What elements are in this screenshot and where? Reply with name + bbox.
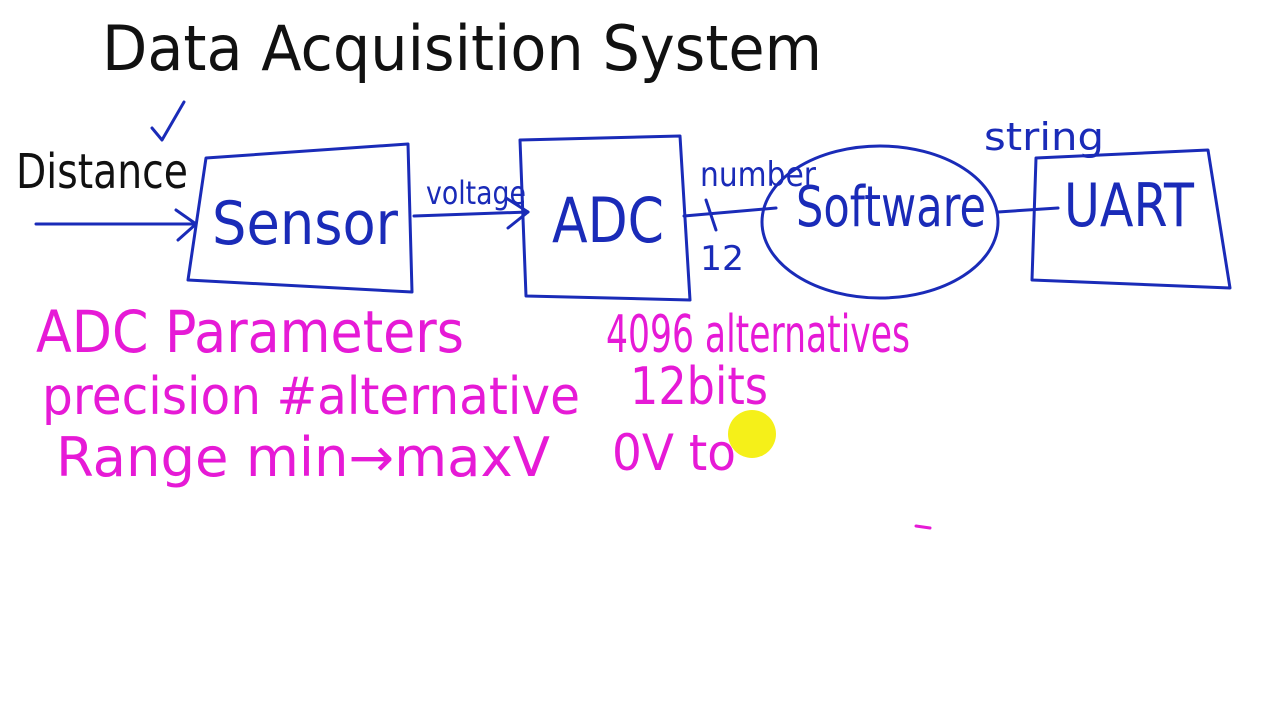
- software-ellipse: [760, 144, 1000, 300]
- uart-block: UART: [1030, 148, 1232, 290]
- software-block: Software: [760, 144, 1000, 300]
- bus-width-label: 12: [700, 239, 744, 279]
- notes-alternatives: 4096 alternatives: [606, 305, 910, 365]
- voltage-connector: voltage: [412, 174, 530, 230]
- sensor-label: Sensor: [212, 189, 398, 259]
- adc-box: [518, 134, 692, 302]
- adc-block: ADC: [518, 134, 692, 302]
- notes-range-value: 0V to: [612, 424, 736, 482]
- string-connector: string: [984, 115, 1104, 214]
- number-connector: number 12: [682, 155, 816, 279]
- adc-label: ADC: [552, 184, 664, 257]
- adc-parameter-notes: ADC Parameters 4096 alternatives precisi…: [36, 298, 932, 530]
- notes-range: Range min→maxV: [56, 426, 550, 489]
- input-arrow: [34, 208, 198, 242]
- pen-mark: [914, 524, 932, 530]
- uart-box: [1030, 148, 1232, 290]
- notes-heading: ADC Parameters: [36, 298, 464, 366]
- input-label-distance: Distance: [16, 144, 188, 200]
- voltage-label: voltage: [426, 174, 526, 212]
- notes-bits: 12bits: [630, 357, 768, 417]
- number-label: number: [700, 155, 816, 195]
- string-label: string: [984, 115, 1104, 159]
- uart-label: UART: [1064, 171, 1194, 241]
- notes-precision: precision #alternative: [42, 367, 580, 427]
- sensor-block: Sensor: [186, 142, 414, 294]
- pen-pointer: [728, 410, 776, 458]
- page-title: Data Acquisition System: [102, 12, 822, 85]
- checkmark-icon: [150, 100, 186, 142]
- sensor-box: [186, 142, 414, 294]
- software-label: Software: [796, 175, 986, 240]
